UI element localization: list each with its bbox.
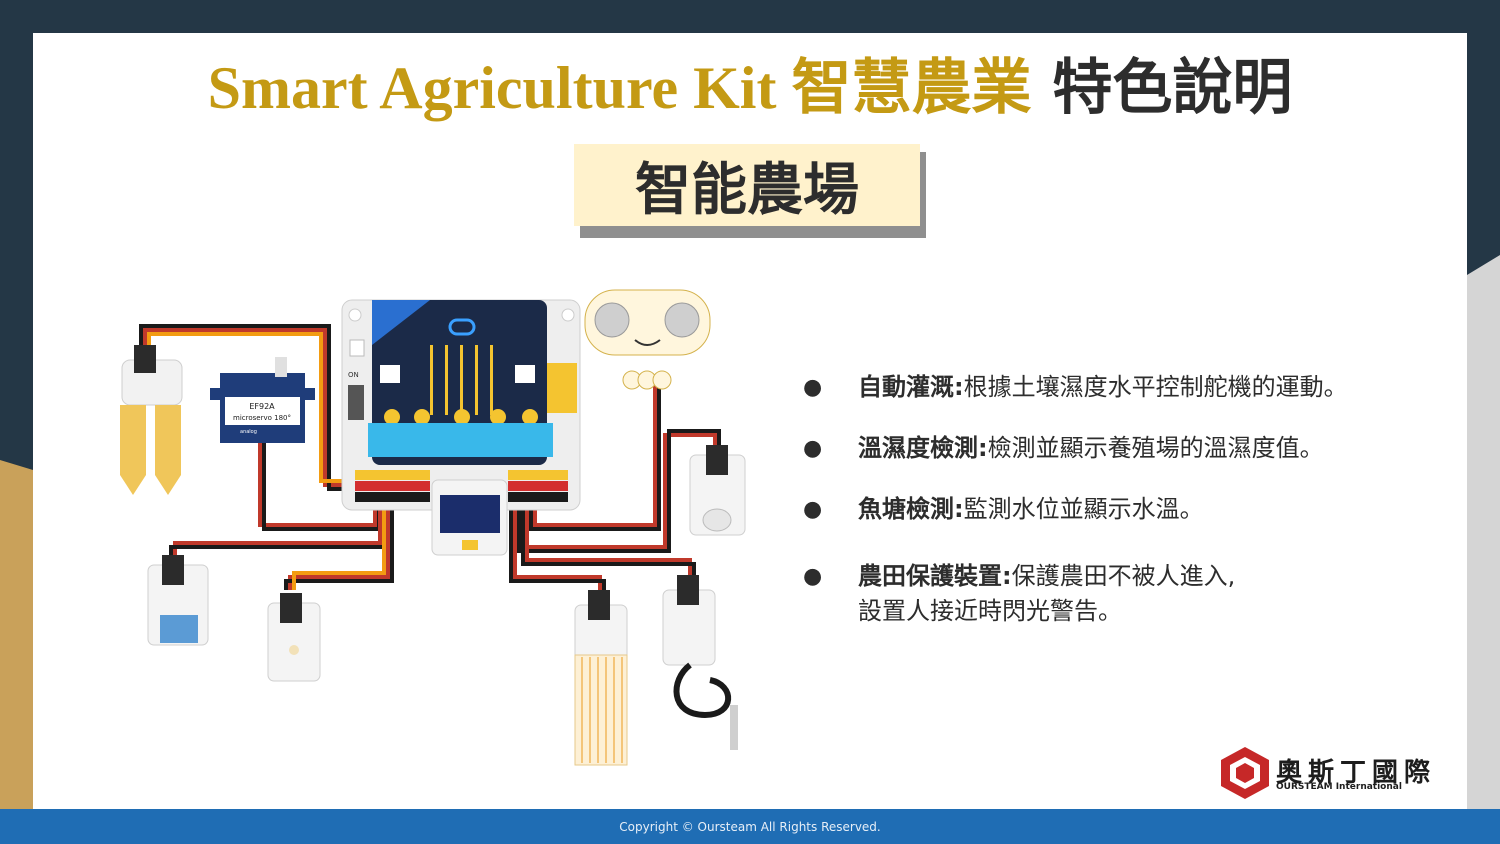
feature-item-irrigation: ● 自動灌溉:根據土壤濕度水平控制舵機的運動。 (800, 370, 1460, 405)
feature-text: 根據土壤濕度水平控制舵機的運動。 (963, 373, 1348, 401)
wire-temp (525, 495, 692, 575)
wire-soil (143, 328, 362, 487)
temperature-probe (662, 575, 738, 750)
feature-text: 保護農田不被人進入, (1011, 562, 1236, 590)
title-chinese-dark: 特色說明 (1052, 53, 1293, 123)
feature-list: ● 自動灌溉:根據土壤濕度水平控制舵機的運動。 ● 溫濕度檢測:檢測並顯示養殖場… (800, 370, 1460, 629)
servo-sub: analog (240, 429, 257, 435)
grey-corner-wedge (1467, 255, 1500, 809)
servo-model: EF92A (249, 402, 275, 411)
switch-label: ON (348, 371, 359, 379)
wires (139, 324, 721, 590)
feature-text-line2: 設置人接近時閃光警告。 (858, 597, 1122, 625)
oursteam-logo-icon (1221, 747, 1269, 799)
footer: Copyright © Oursteam All Rights Reserved… (0, 809, 1500, 844)
wire-light (288, 495, 390, 590)
wire-water (513, 495, 602, 590)
oled-display (431, 479, 508, 556)
bullet: ● (803, 436, 823, 461)
soil-moisture-sensor (120, 345, 183, 495)
feature-label: 自動灌溉: (858, 373, 964, 401)
feature-label: 魚塘檢測: (858, 495, 964, 523)
logo-name: 奧斯丁國際 (1276, 758, 1437, 788)
water-level-sensor (574, 590, 628, 766)
title-english: Smart Agriculture Kit (207, 55, 792, 121)
expansion-board: ON (341, 299, 581, 511)
pir-sensor (689, 445, 746, 536)
copyright-text: Copyright © Oursteam All Rights Reserved… (619, 819, 881, 834)
ultrasonic-sensor (584, 289, 711, 390)
dht-sensor (147, 555, 209, 646)
subtitle-box: 智能農場 (574, 144, 920, 226)
light-sensor (267, 593, 321, 682)
feature-text: 監測水位並顯示水溫。 (963, 495, 1204, 523)
feature-text: 檢測並顯示養殖場的溫濕度值。 (987, 434, 1324, 462)
bullet: ● (803, 375, 823, 400)
feature-item-farm-protection: ● 農田保護裝置:保護農田不被人進入, 設置人接近時閃光警告。 (800, 559, 1460, 629)
feature-item-temp-humidity: ● 溫濕度檢測:檢測並顯示養殖場的溫濕度值。 (800, 431, 1460, 466)
servo-motor: EF92A microservo 180° analog (210, 357, 315, 443)
servo-label: microservo 180° (233, 414, 291, 422)
logo-sub: OURSTEAM International (1276, 782, 1402, 792)
title-chinese-gold: 智慧農業 (791, 53, 1053, 123)
gold-corner-wedge (0, 460, 33, 809)
feature-label: 農田保護裝置: (858, 562, 1012, 590)
feature-item-fish-pond: ● 魚塘檢測:監測水位並顯示水溫。 (800, 492, 1460, 527)
pin-header-right (508, 470, 568, 502)
hardware-diagram: EF92A microservo 180° analog ON (120, 289, 746, 766)
bullet: ● (803, 497, 823, 522)
bullet: ● (803, 564, 823, 589)
pin-header-left (355, 470, 430, 502)
feature-label: 溫濕度檢測: (858, 434, 988, 462)
slide-title: Smart Agriculture Kit 智慧農業 特色說明 (0, 48, 1500, 128)
